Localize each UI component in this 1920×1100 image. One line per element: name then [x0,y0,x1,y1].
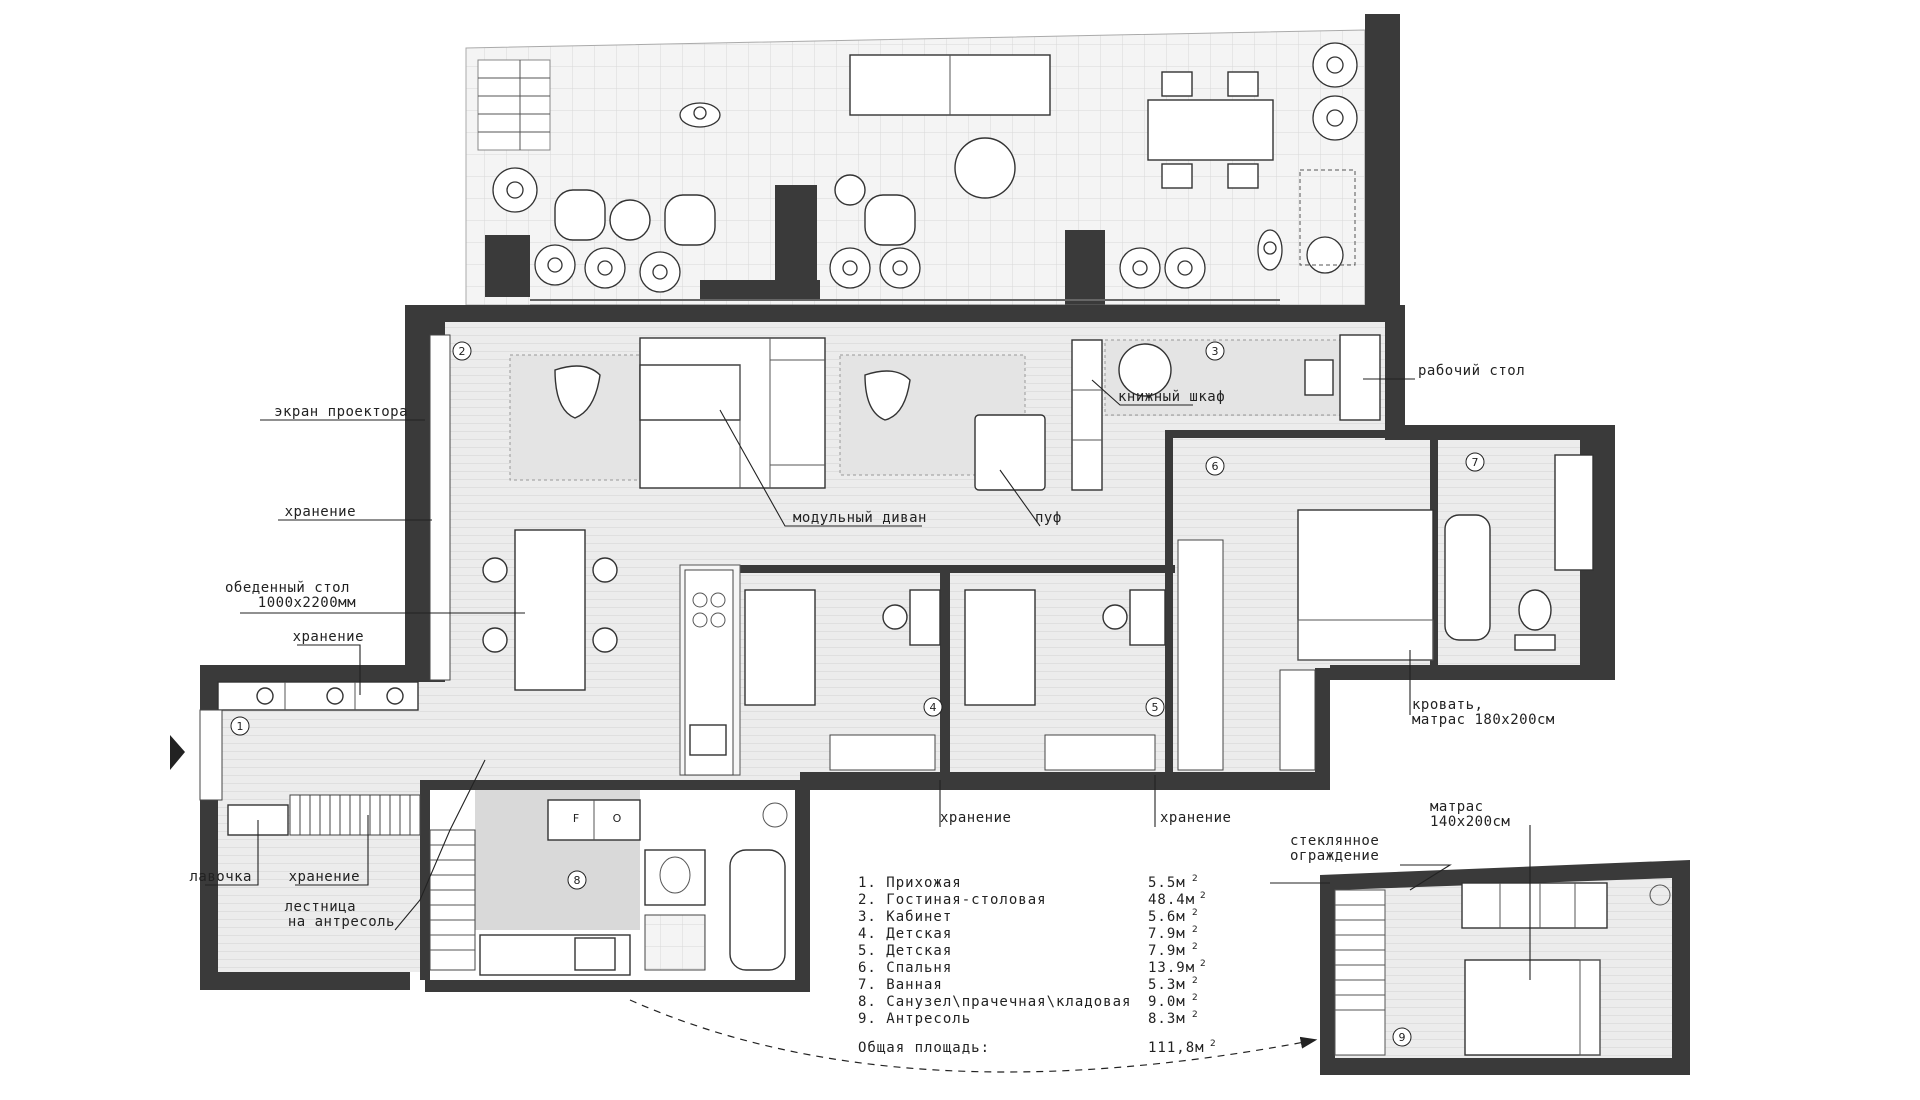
room-num-8: 8 [574,874,581,887]
armchair [554,189,606,241]
label-storage-left: хранение [285,504,356,520]
terrace-round-table [954,137,1016,199]
mezz-bed [1464,959,1601,1056]
legend-total-value: 111,8м [1148,1040,1205,1056]
legend-name-8: 8. Санузел\прачечная\кладовая [858,994,1131,1010]
room-num-3: 3 [1212,345,1219,358]
legend-name-3: 3. Кабинет [858,909,952,925]
label-desk: рабочий стол [1418,363,1525,379]
annotations: экран проектора хранение обеденный стол … [189,363,1554,930]
plant-icons [492,42,1358,293]
leader-lines [205,378,1531,980]
terrace-dining-table [1147,99,1274,161]
bathroom [1444,454,1594,651]
svg-text:2: 2 [1200,959,1206,969]
bedroom [1177,509,1434,771]
legend-area-8: 9.0м [1148,994,1186,1010]
armchair [664,194,716,246]
legend-name-4: 4. Детская [858,926,952,942]
kitchen [684,569,734,776]
svg-text:2: 2 [1192,942,1198,952]
legend-area-5: 7.9м [1148,943,1186,959]
legend-name-2: 2. Гостиная-столовая [858,892,1047,908]
legend-name-1: 1. Прихожая [858,875,962,891]
wc-laundry [425,790,810,992]
label-dining-table: обеденный стол [225,580,350,596]
bookcase [1071,339,1103,491]
room-num-4: 4 [930,701,937,714]
svg-text:2: 2 [1210,1039,1216,1049]
label-bed: кровать, [1412,697,1483,713]
label-storage-kids2: хранение [1160,810,1231,826]
svg-text:2: 2 [1192,908,1198,918]
legend-area-1: 5.5м [1148,875,1186,891]
legend-area-6: 13.9м [1148,960,1195,976]
label-storage-bottom: хранение [289,869,360,885]
apartment [170,305,1615,992]
room-num-1: 1 [237,720,244,733]
room-num-6: 6 [1212,460,1219,473]
svg-text:2: 2 [1200,891,1206,901]
svg-text:2: 2 [1192,976,1198,986]
toilet-icon [1518,589,1552,631]
pouf [974,414,1046,491]
label-projector-screen: экран проектора [274,404,408,420]
dining-table [482,529,618,691]
terrace [465,14,1400,306]
kids-room-4 [744,589,941,771]
label-modular-sofa: модульный диван [793,510,927,526]
svg-text:2: 2 [1192,993,1198,1003]
bathtub [1444,514,1491,641]
legend-name-7: 7. Ванная [858,977,943,993]
label-mezz-mattress-size: 140х200см [1430,814,1510,830]
svg-text:2: 2 [1192,1010,1198,1020]
room-number-markers: 2 3 6 7 1 4 5 8 9 [230,341,1485,1047]
label-bench: лавочка [189,869,252,885]
area-legend: 1. Прихожая 5.5м 2. Гостиная-столовая 48… [858,874,1216,1056]
label-dining-table-size: 1000х2200мм [258,595,356,611]
legend-superscripts: 2 2 2 2 2 2 2 2 2 2 [1192,874,1216,1049]
label-bed-mattress: матрас 180х200см [1412,712,1555,728]
label-glass-railing: стеклянное [1290,833,1379,849]
legend-area-2: 48.4м [1148,892,1195,908]
legend-name-6: 6. Спальня [858,960,952,976]
label-storage-hall: хранение [293,629,364,645]
kids-room-5 [964,589,1166,771]
legend-name-9: 9. Антресоль [858,1011,971,1027]
legend-area-9: 8.3м [1148,1011,1186,1027]
svg-text:2: 2 [1192,925,1198,935]
person-icons [679,102,1283,271]
legend-area-7: 5.3м [1148,977,1186,993]
label-storage-kids1: хранение [940,810,1011,826]
label-stair: лестница [285,899,356,915]
desk [1339,334,1381,421]
fridge-mark-o: O [613,812,622,825]
room-num-5: 5 [1152,701,1159,714]
label-pouf: пуф [1035,510,1062,526]
legend-area-3: 5.6м [1148,909,1186,925]
legend-name-5: 5. Детская [858,943,952,959]
mezzanine-link-arrow [629,999,1318,1073]
room-num-7: 7 [1472,456,1479,469]
armchair [864,194,916,246]
terrace-stair [477,59,551,151]
label-bookcase: книжный шкаф [1118,389,1225,405]
double-bed [1297,509,1434,661]
modular-sofa [639,337,826,489]
mezzanine [1320,860,1690,1075]
legend-total-label: Общая площадь: [858,1040,990,1056]
svg-text:2: 2 [1192,874,1198,884]
legend-area-4: 7.9м [1148,926,1186,942]
label-stair-sub: на антресоль [288,914,395,930]
label-glass-railing-sub: ограждение [1290,848,1379,864]
room-num-2: 2 [459,345,466,358]
fridge-mark-f: F [573,812,579,825]
room-num-9: 9 [1399,1031,1406,1044]
entrance-arrow-icon [170,735,185,770]
label-mezz-mattress: матрас [1430,799,1484,815]
bathtub [729,849,786,971]
